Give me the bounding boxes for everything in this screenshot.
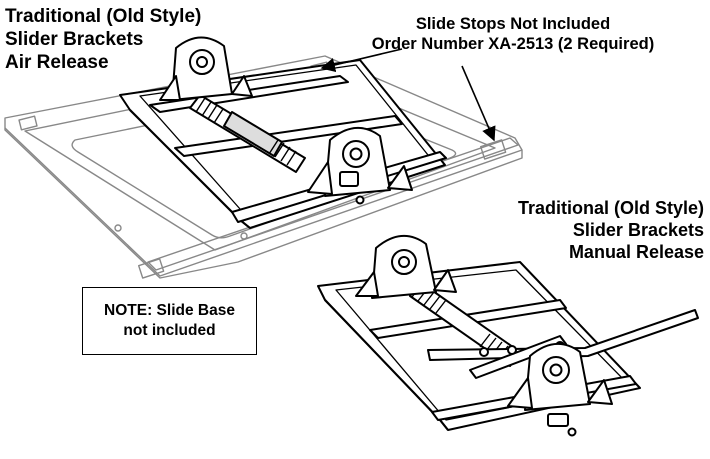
arrow-right-stop	[461, 65, 496, 142]
note-line: not included	[123, 322, 216, 339]
note-line: NOTE: Slide Base	[104, 301, 235, 319]
air-release-label-line: Slider Brackets	[5, 29, 144, 51]
slide-stops-label-line: Order Number XA-2513 (2 Required)	[371, 35, 655, 54]
slide-stops-label-line: Slide Stops Not Included	[415, 15, 611, 33]
manual-release-label-line: Slider Brackets	[572, 219, 704, 240]
air-release-label-line: Air Release	[5, 52, 109, 74]
slide-stops-label: Slide Stops Not Included Order Number XA…	[338, 14, 688, 54]
manual-release-label: Traditional (Old Style) Slider Brackets …	[518, 198, 704, 264]
manual-release-bracket-assembly	[317, 235, 699, 437]
air-release-label-line: Traditional (Old Style)	[5, 6, 202, 27]
slide-stop-arrows	[320, 48, 496, 142]
note-box: NOTE: Slide Base not included	[82, 287, 257, 355]
manual-release-label-line: Manual Release	[568, 241, 704, 262]
air-release-bracket-assembly	[119, 36, 447, 229]
air-release-label: Traditional (Old Style) Slider Brackets …	[5, 5, 201, 75]
arrow-left-stop	[320, 48, 403, 73]
manual-release-label-line: Traditional (Old Style)	[517, 198, 704, 218]
